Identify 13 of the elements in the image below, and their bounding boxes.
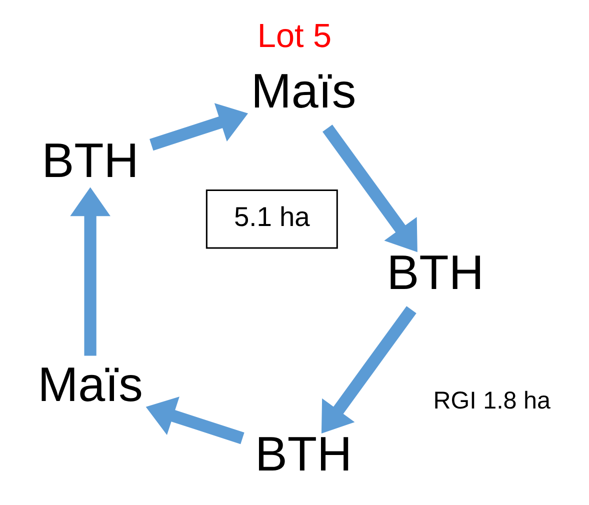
node-text: BTH xyxy=(255,427,352,482)
diagram-title: Lot 5 xyxy=(257,18,332,55)
arrow xyxy=(146,396,244,444)
label: RGI 1.8 ha xyxy=(433,387,551,414)
node-text: Maïs xyxy=(38,358,143,412)
arrow xyxy=(321,306,416,434)
node-text: BTH xyxy=(386,246,484,300)
node-text: BTH xyxy=(42,134,139,188)
node-box: 5.1 ha xyxy=(206,190,338,249)
arrow xyxy=(322,124,418,252)
node-text: Maïs xyxy=(250,64,356,119)
arrow xyxy=(70,187,110,356)
arrow xyxy=(150,103,248,151)
